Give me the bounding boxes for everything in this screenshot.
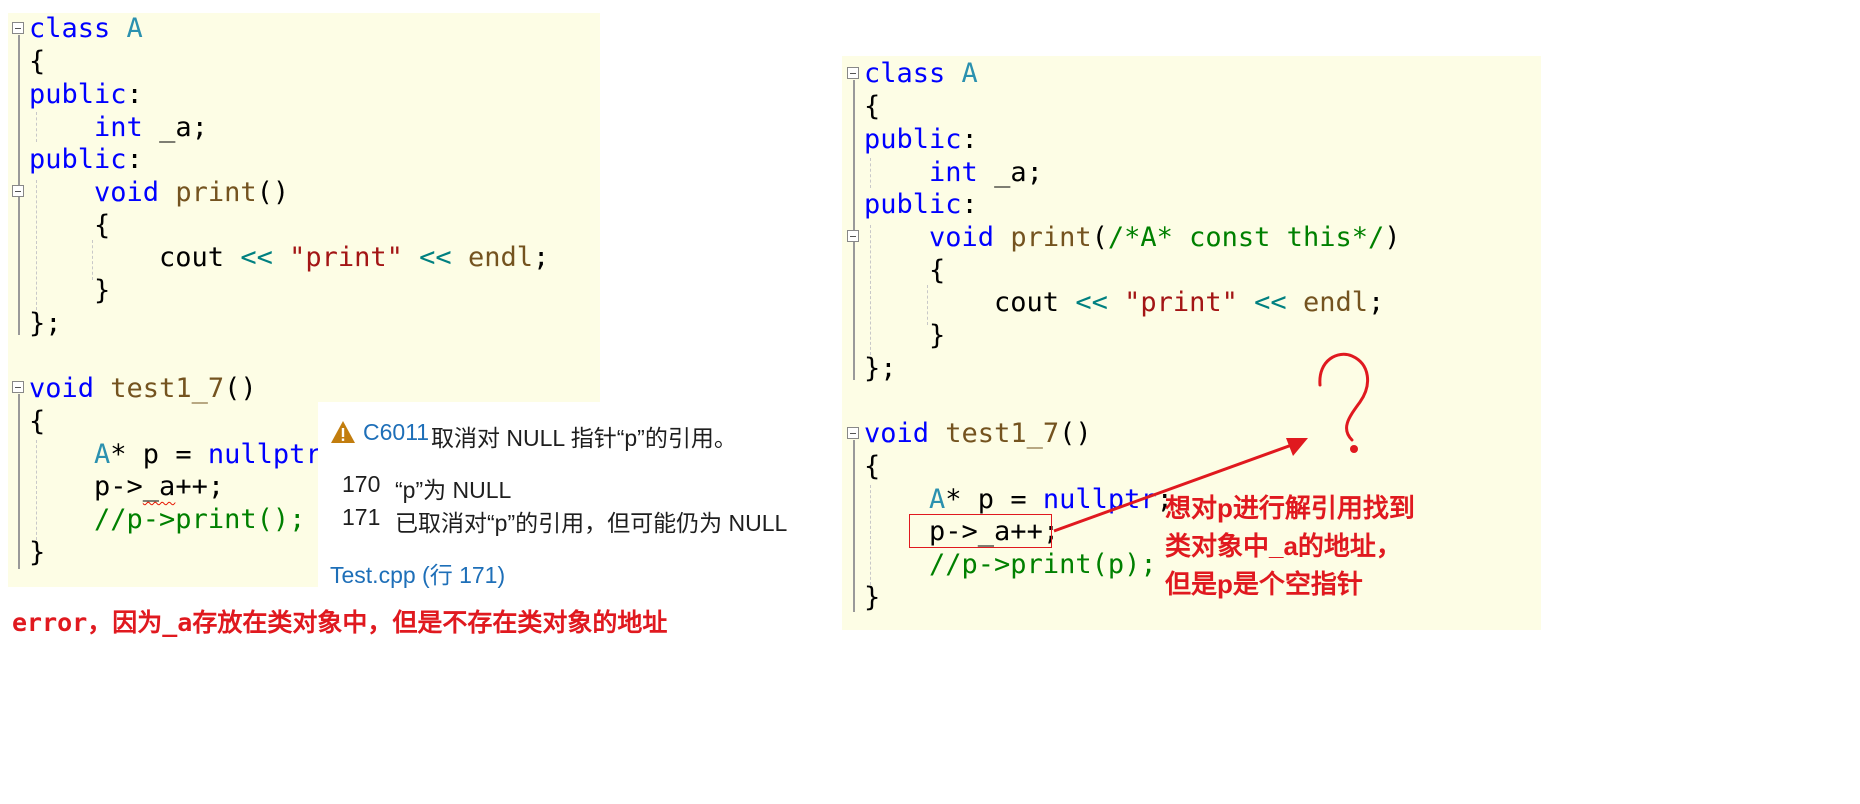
- code-line: };: [864, 353, 897, 384]
- comment: //p->print(p);: [929, 549, 1157, 580]
- highlighted-statement: p->_a++;: [929, 516, 1060, 547]
- code-line-error: p->_a++;: [29, 471, 225, 502]
- fold-rail: [853, 440, 855, 612]
- indent-guide: [36, 112, 37, 142]
- function-name: test1_7: [110, 373, 225, 404]
- annotation-line-1: 想对p进行解引用找到: [1165, 493, 1415, 523]
- function-name: test1_7: [945, 418, 1060, 449]
- code-line: A* p = nullptr;: [929, 484, 1173, 515]
- access-specifier: public: [29, 79, 127, 110]
- class-name: A: [961, 58, 978, 89]
- collapse-icon[interactable]: [847, 230, 859, 242]
- function-name: print: [175, 177, 257, 208]
- code-line: }: [864, 582, 881, 613]
- right-code-block: class A { public: int _a; public: void p…: [864, 54, 1534, 634]
- code-line: }: [864, 320, 946, 351]
- warning-code-link[interactable]: C6011: [363, 419, 430, 445]
- keyword: int: [94, 112, 143, 143]
- left-code-block: class A { public: int _a; public: void p…: [29, 9, 589, 589]
- question-mark-icon: [1318, 352, 1369, 442]
- code-line: }: [29, 537, 46, 568]
- code-line: //p->print();: [29, 500, 305, 539]
- annotation-line-3: 但是p是个空指针: [1165, 569, 1363, 599]
- indent-guide: [92, 240, 93, 280]
- code-line: public:: [864, 189, 978, 220]
- code-line: {: [864, 255, 946, 286]
- access-specifier: public: [29, 144, 127, 175]
- code-line: void test1_7(): [864, 418, 1092, 449]
- indent-guide: [870, 485, 871, 585]
- code-line: };: [29, 308, 62, 339]
- code-line: void print(/*A* const this*/): [929, 222, 1401, 253]
- code-line: void test1_7(): [29, 373, 257, 404]
- code-line: {: [29, 406, 46, 437]
- comment: //p->print();: [94, 504, 306, 535]
- string-literal: "print": [289, 242, 403, 273]
- question-dot-icon: [1350, 445, 1358, 453]
- code-line: class A: [29, 9, 143, 48]
- code-line: public:: [864, 124, 978, 155]
- code-line: int _a;: [929, 157, 1043, 188]
- code-line: public:: [29, 144, 143, 175]
- code-line: {: [29, 210, 111, 241]
- code-line: }: [29, 275, 111, 306]
- code-line: //p->print(p);: [864, 545, 1157, 584]
- code-analysis-tooltip: C6011 取消对 NULL 指针“p”的引用。 170 “p”为 NULL 1…: [318, 402, 787, 592]
- error-explanation: error，因为_a存放在类对象中，但是不存在类对象的地址: [12, 608, 668, 637]
- code-line: cout << "print" << endl;: [29, 242, 550, 273]
- error-squiggle[interactable]: _a: [142, 471, 176, 502]
- class-name: A: [126, 13, 143, 44]
- indent-guide: [870, 225, 871, 355]
- collapse-icon[interactable]: [12, 185, 24, 197]
- code-line: class A: [864, 58, 978, 89]
- string-literal: "print": [1124, 287, 1238, 318]
- right-code-editor: [842, 56, 1541, 630]
- code-line-highlighted: p->_a++;: [864, 512, 1059, 551]
- step-line-number: 170: [342, 471, 381, 497]
- step-text: 已取消对“p”的引用，但可能仍为 NULL: [395, 510, 788, 536]
- indent-guide: [36, 440, 37, 540]
- collapse-icon[interactable]: [847, 67, 859, 79]
- code-line: {: [864, 91, 881, 122]
- annotation-line-2: 类对象中_a的地址，: [1165, 531, 1402, 561]
- warning-message: 取消对 NULL 指针“p”的引用。: [431, 425, 737, 451]
- indent-guide: [36, 180, 37, 310]
- annotation-arrow: [1053, 440, 1301, 533]
- code-line: int _a;: [94, 112, 208, 143]
- indent-guide: [870, 158, 871, 188]
- code-line: {: [29, 46, 46, 77]
- comment: /*A* const this*/: [1107, 222, 1385, 253]
- indent-guide: [927, 285, 928, 325]
- step-line-number: 171: [342, 504, 381, 530]
- code-line: void print(): [94, 177, 290, 208]
- source-location-link[interactable]: Test.cpp (行 171): [330, 562, 506, 588]
- fold-rail: [18, 394, 20, 569]
- keyword: class: [29, 13, 111, 44]
- code-line: public:: [29, 79, 143, 110]
- code-line: {: [864, 451, 881, 482]
- step-text: “p”为 NULL: [395, 477, 512, 503]
- function-name: print: [1010, 222, 1092, 253]
- arrow-head-icon: [1286, 438, 1308, 456]
- warning-triangle-icon: [331, 421, 355, 443]
- highlight-box: [909, 514, 1052, 548]
- code-line: cout << "print" << endl;: [864, 287, 1385, 318]
- collapse-icon[interactable]: [12, 22, 24, 34]
- collapse-icon[interactable]: [847, 427, 859, 439]
- collapse-icon[interactable]: [12, 381, 24, 393]
